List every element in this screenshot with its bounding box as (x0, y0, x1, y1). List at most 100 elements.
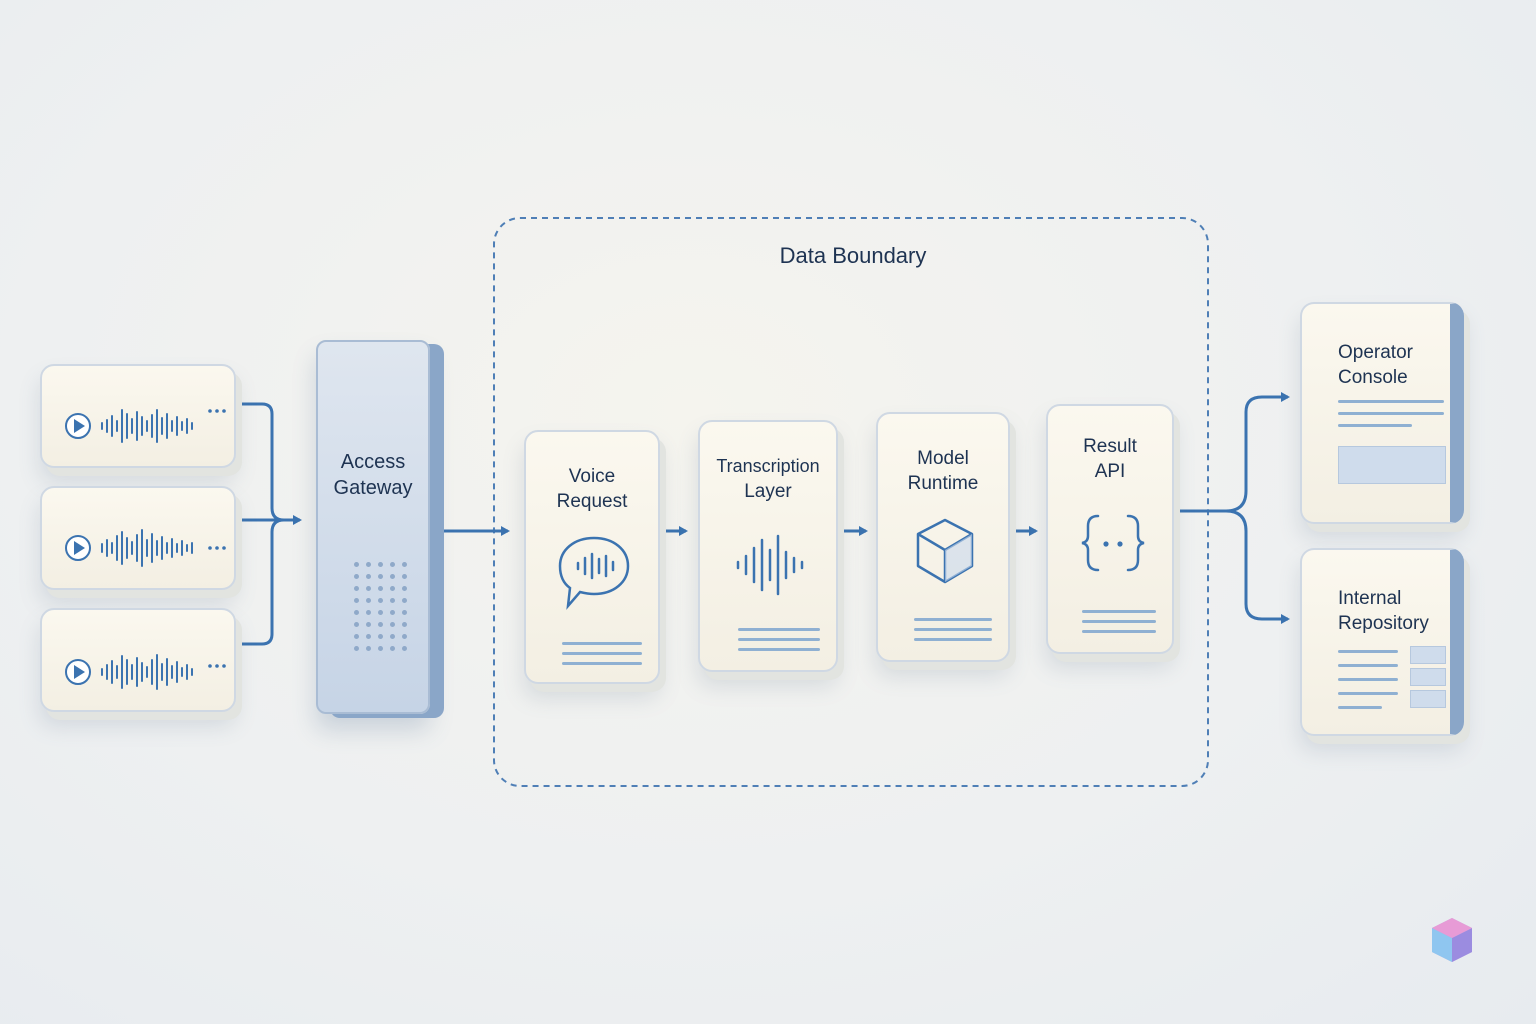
play-icon (65, 413, 91, 439)
voice-request-card[interactable]: Voice Request (524, 430, 660, 684)
grille-dot (354, 610, 359, 615)
text-line (914, 628, 992, 631)
text-line (1338, 664, 1398, 667)
grille-dot (402, 634, 407, 639)
grille-dot (378, 598, 383, 603)
text-line (1338, 424, 1412, 427)
repo-block (1410, 646, 1446, 664)
grille-dot (402, 646, 407, 651)
cube-icon (916, 518, 974, 584)
text-line (562, 642, 642, 645)
operator-console-card[interactable]: Operator Console (1300, 302, 1464, 524)
result-to-console-arrow (1176, 392, 1290, 513)
card-title-line2: Request (556, 491, 628, 512)
card-title-line2: Console (1338, 367, 1408, 388)
card-title-line2: API (1094, 461, 1126, 482)
grille-dot (354, 562, 359, 567)
input-connector-3 (236, 518, 300, 646)
repository-doc-icon (1338, 646, 1450, 716)
text-line (1082, 630, 1156, 633)
grille-dot (390, 634, 395, 639)
model-runtime-card[interactable]: Model Runtime (876, 412, 1010, 662)
text-line (738, 648, 820, 651)
text-line (1338, 692, 1398, 695)
grille-dot (354, 622, 359, 627)
audio-input-card[interactable] (40, 608, 236, 712)
text-line (738, 628, 820, 631)
card-title-line1: Transcription (716, 456, 820, 476)
cube-logo-icon (1432, 918, 1472, 962)
internal-repository-card[interactable]: Internal Repository (1300, 548, 1464, 736)
text-line (1338, 678, 1398, 681)
waveform-icon (101, 409, 193, 443)
audio-clip-row (65, 529, 226, 567)
card-title-line1: Operator (1338, 342, 1413, 363)
grille-dot (366, 622, 371, 627)
grille-dot (366, 574, 371, 579)
card-title-line1: Voice (568, 466, 616, 487)
grille-dot (378, 622, 383, 627)
grille-dot (354, 646, 359, 651)
grille-dot (390, 586, 395, 591)
text-line (1082, 620, 1156, 623)
braces-icon (1081, 514, 1145, 572)
grille-dot (354, 574, 359, 579)
transcription-layer-card[interactable]: Transcription Layer (698, 420, 838, 672)
grille-dot (402, 586, 407, 591)
play-icon (65, 659, 91, 685)
repo-block (1410, 668, 1446, 686)
speaker-grille-icon (354, 562, 414, 654)
data-boundary-frame (493, 217, 1209, 787)
play-icon (65, 535, 91, 561)
waveform-icon (736, 534, 804, 596)
grille-dot (366, 562, 371, 567)
grille-dot (366, 634, 371, 639)
grille-dot (390, 562, 395, 567)
text-line (562, 652, 642, 655)
audio-input-card[interactable] (40, 486, 236, 590)
audio-input-card[interactable] (40, 364, 236, 468)
more-dots-icon (208, 409, 226, 413)
grille-dot (366, 646, 371, 651)
grille-dot (354, 598, 359, 603)
grille-dot (366, 586, 371, 591)
result-to-repository-arrow (1225, 509, 1290, 624)
card-title-line1: Internal (1338, 588, 1402, 609)
grille-dot (390, 598, 395, 603)
grille-dot (378, 562, 383, 567)
text-line (1082, 610, 1156, 613)
gateway-label-line1: Access (340, 451, 406, 473)
grille-dot (390, 574, 395, 579)
grille-dot (378, 634, 383, 639)
card-title-line2: Layer (744, 481, 792, 502)
grille-dot (390, 622, 395, 627)
grille-dot (366, 598, 371, 603)
text-line (1338, 650, 1398, 653)
speech-bubble-icon (558, 536, 630, 610)
grille-dot (378, 574, 383, 579)
waveform-icon (101, 529, 193, 567)
grille-dot (354, 586, 359, 591)
card-title-line1: Result (1083, 436, 1137, 457)
audio-clip-row (65, 409, 226, 443)
text-line (738, 638, 820, 641)
card-title-line1: Model (917, 448, 969, 469)
text-line (1338, 412, 1444, 415)
grille-dot (402, 622, 407, 627)
grille-dot (402, 562, 407, 567)
access-gateway[interactable]: Access Gateway (316, 340, 430, 714)
grille-dot (378, 610, 383, 615)
grille-dot (402, 610, 407, 615)
grille-dot (390, 610, 395, 615)
grille-dot (402, 598, 407, 603)
more-dots-icon (208, 664, 226, 668)
grille-dot (378, 586, 383, 591)
audio-clip-row (65, 654, 226, 690)
grille-dot (354, 634, 359, 639)
grille-dot (366, 610, 371, 615)
result-api-card[interactable]: Result API (1046, 404, 1174, 654)
console-panel-icon (1338, 398, 1448, 498)
gateway-label-line2: Gateway (333, 477, 413, 499)
waveform-icon (101, 654, 193, 690)
